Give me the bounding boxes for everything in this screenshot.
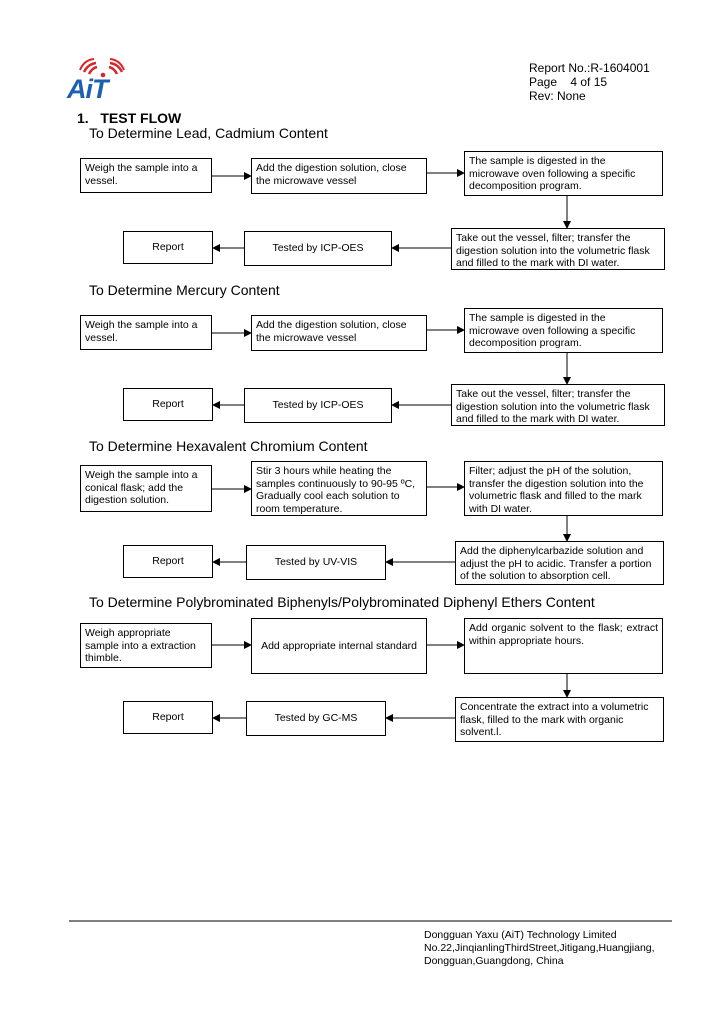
flow-step-filter: Take out the vessel, filter; transfer th… (451, 228, 665, 270)
logo-signal-icon (79, 58, 125, 78)
flow-step-stir: Stir 3 hours while heating the samples c… (251, 461, 427, 516)
flow-step-filter: Filter; adjust the pH of the solution, t… (464, 461, 663, 516)
company-logo: AiT (66, 58, 126, 104)
flow-step-internal-standard: Add appropriate internal standard (251, 618, 427, 674)
flow-step-microwave: The sample is digested in the microwave … (464, 308, 663, 353)
flow-step-digestion: Add the digestion solution, close the mi… (251, 158, 427, 194)
flow-step-test: Tested by ICP-OES (244, 388, 392, 423)
flow-step-weigh: Weigh the sample into a vessel. (80, 315, 212, 350)
flow-step-test: Tested by UV-VIS (246, 545, 386, 580)
section-title-pbb-pbde: To Determine Polybrominated Biphenyls/Po… (89, 594, 595, 610)
flow-step-report: Report (123, 545, 213, 578)
flow-step-report: Report (123, 388, 213, 421)
page-number: Page 4 of 15 (529, 75, 608, 89)
flow-step-test: Tested by GC-MS (246, 701, 386, 736)
flow-step-weigh: Weigh the sample into a vessel. (80, 158, 212, 193)
flow-step-microwave: The sample is digested in the microwave … (464, 151, 663, 196)
revision: Rev: None (529, 89, 586, 103)
flow-step-weigh: Weigh the sample into a conical flask; a… (80, 465, 212, 512)
flow-step-concentrate: Concentrate the extract into a volumetri… (455, 697, 664, 742)
footer-address-line1: No.22,JinqianlingThirdStreet,Jitigang,Hu… (424, 942, 655, 954)
flow-step-report: Report (123, 231, 213, 264)
section-title-lead-cadmium: To Determine Lead, Cadmium Content (89, 125, 328, 141)
section-title-hexavalent-chromium: To Determine Hexavalent Chromium Content (89, 438, 368, 454)
main-heading: 1. TEST FLOW (77, 110, 182, 126)
footer-company: Dongguan Yaxu (AiT) Technology Limited (424, 929, 617, 941)
flow-step-digestion: Add the digestion solution, close the mi… (251, 315, 427, 351)
report-number: Report No.:R-1604001 (529, 61, 650, 75)
flow-step-test: Tested by ICP-OES (244, 231, 392, 266)
flow-step-report: Report (123, 701, 213, 734)
report-header: Report No.:R-1604001 Page 4 of 15 Rev: N… (529, 61, 650, 103)
flow-step-diphenylcarbazide: Add the diphenylcarbazide solution and a… (455, 541, 664, 585)
flow-step-weigh: Weigh appropriate sample into a extracti… (80, 623, 212, 668)
footer-address-line2: Dongguan,Guangdong, China (424, 955, 564, 967)
section-title-mercury: To Determine Mercury Content (89, 282, 280, 298)
flow-step-filter: Take out the vessel, filter; transfer th… (451, 384, 665, 426)
flow-step-organic-solvent: Add organic solvent to the flask; extrac… (464, 618, 663, 674)
logo-text: AiT (67, 74, 108, 104)
